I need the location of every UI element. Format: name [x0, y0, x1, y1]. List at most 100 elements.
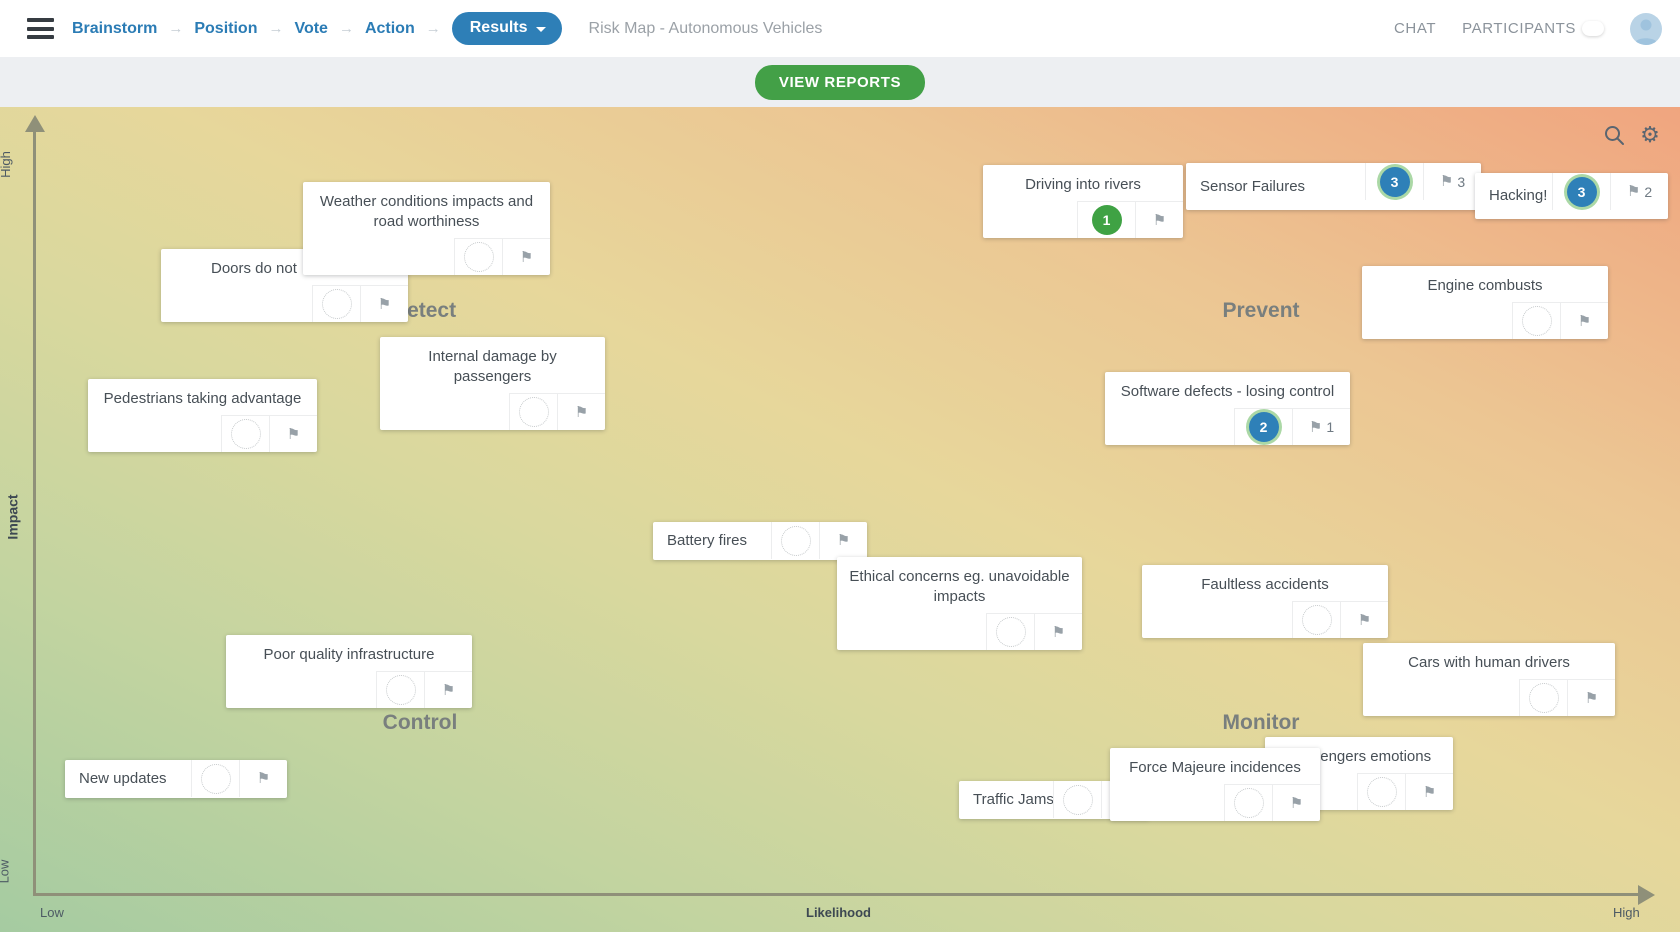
step-action[interactable]: Action — [364, 19, 415, 37]
step-vote[interactable]: Vote — [294, 19, 328, 37]
flag-cell[interactable]: ⚑ — [1034, 613, 1082, 650]
flag-cell[interactable]: ⚑ — [557, 393, 605, 430]
step-results-dropdown[interactable]: Results — [451, 12, 562, 45]
card-title: New updates — [79, 770, 167, 787]
flag-cell[interactable]: ⚑ — [1340, 601, 1388, 638]
app-header: Brainstorm → Position → Vote → Action → … — [0, 0, 1680, 57]
flag-cell[interactable]: ⚑ — [1272, 784, 1320, 821]
flag-cell[interactable]: ⚑3 — [1423, 163, 1481, 200]
risk-card-ethical-concerns[interactable]: Ethical concerns eg. unavoidable impacts… — [837, 557, 1082, 650]
avatar[interactable] — [1630, 12, 1662, 45]
header-right: CHAT PARTICIPANTS — [1394, 0, 1662, 57]
flag-cell[interactable]: ⚑ — [1567, 679, 1615, 716]
flag-cell[interactable]: ⚑2 — [1610, 173, 1668, 210]
y-axis-arrow — [25, 115, 45, 132]
empty-vote-circle — [1301, 605, 1332, 635]
flag-icon: ⚑ — [836, 532, 851, 549]
vote-cell[interactable] — [509, 393, 557, 430]
person-icon — [1634, 19, 1658, 45]
risk-card-driving-rivers[interactable]: Driving into rivers 1 ⚑ — [983, 165, 1183, 238]
vote-cell[interactable] — [771, 522, 819, 559]
flag-cell[interactable]: ⚑ — [1135, 201, 1183, 238]
risk-card-force-majeure[interactable]: Force Majeure incidences⚑ — [1110, 748, 1320, 821]
flag-icon: ⚑ — [1422, 783, 1437, 801]
vote-cell[interactable] — [454, 238, 502, 275]
y-axis-line — [33, 131, 36, 895]
vote-cell[interactable] — [1053, 781, 1101, 818]
vote-cell[interactable] — [1224, 784, 1272, 821]
empty-vote-circle — [463, 242, 494, 272]
risk-card-engine-combusts[interactable]: Engine combusts⚑ — [1362, 266, 1608, 339]
flag-cell[interactable]: ⚑ — [1560, 302, 1608, 339]
risk-card-cars-human-drivers[interactable]: Cars with human drivers⚑ — [1363, 643, 1615, 716]
risk-card-pedestrians[interactable]: Pedestrians taking advantage ⚑ — [88, 379, 317, 452]
flag-icon: ⚑ — [1152, 211, 1167, 229]
y-axis-low-label: Low — [0, 859, 12, 884]
vote-cell[interactable]: 1 — [1077, 201, 1135, 238]
reports-bar: VIEW REPORTS — [0, 57, 1680, 107]
flag-cell[interactable]: ⚑1 — [1292, 408, 1350, 445]
card-footer: ⚑ — [88, 415, 317, 452]
vote-cell[interactable] — [191, 760, 239, 797]
risk-map[interactable]: ⚙ High Impact Low Low Likelihood High De… — [0, 107, 1680, 932]
card-footer: ⚑ — [1362, 302, 1608, 339]
flag-icon: ⚑ — [286, 425, 301, 443]
participants-button[interactable]: PARTICIPANTS — [1462, 20, 1576, 37]
vote-cell[interactable]: 2 — [1234, 408, 1292, 445]
view-reports-button[interactable]: VIEW REPORTS — [754, 64, 926, 100]
arrow-icon: → — [268, 20, 284, 37]
flag-cell[interactable]: ⚑ — [502, 238, 550, 275]
risk-card-poor-infrastructure[interactable]: Poor quality infrastructure⚑ — [226, 635, 472, 708]
menu-icon[interactable] — [27, 18, 54, 39]
flag-cell[interactable]: ⚑ — [424, 671, 472, 708]
vote-cell[interactable] — [312, 285, 360, 322]
step-position[interactable]: Position — [194, 19, 258, 37]
chat-button[interactable]: CHAT — [1393, 20, 1437, 37]
y-axis-title: Impact — [4, 494, 21, 540]
vote-cell[interactable] — [1519, 679, 1567, 716]
card-title: Hacking! — [1489, 187, 1548, 204]
risk-card-weather[interactable]: Weather conditions impacts and road wort… — [303, 182, 550, 275]
flag-cell[interactable]: ⚑ — [1405, 773, 1453, 810]
card-title: Driving into rivers — [1025, 176, 1141, 193]
risk-card-new-updates[interactable]: New updates ⚑ — [65, 760, 287, 798]
vote-cell[interactable]: 3 — [1365, 163, 1423, 200]
risk-card-faultless-accidents[interactable]: Faultless accidents ⚑ — [1142, 565, 1388, 638]
vote-cell[interactable] — [986, 613, 1034, 650]
card-footer: ⚑ — [1110, 784, 1320, 821]
gear-icon[interactable]: ⚙ — [1640, 122, 1660, 147]
card-title: Weather conditions impacts and road wort… — [319, 193, 534, 230]
vote-cell[interactable] — [1357, 773, 1405, 810]
empty-vote-circle — [385, 675, 416, 705]
x-axis-high-label: High — [1613, 905, 1640, 920]
vote-cell[interactable] — [376, 671, 424, 708]
flag-cell[interactable]: ⚑ — [269, 415, 317, 452]
x-axis-arrow — [1638, 885, 1655, 905]
risk-card-battery-fires[interactable]: Battery fires⚑ — [653, 522, 867, 560]
flag-icon: ⚑ — [1308, 418, 1323, 436]
arrow-icon: → — [338, 20, 354, 37]
risk-card-internal-damage[interactable]: Internal damage by passengers⚑ — [380, 337, 605, 430]
search-icon[interactable] — [1602, 123, 1626, 147]
vote-cell[interactable] — [1512, 302, 1560, 339]
vote-cell[interactable]: 3 — [1552, 173, 1610, 210]
flag-icon: ⚑ — [1051, 623, 1066, 641]
arrow-icon: → — [425, 20, 441, 37]
arrow-icon: → — [168, 20, 184, 37]
flag-cell[interactable]: ⚑ — [819, 522, 867, 559]
empty-vote-circle — [1233, 788, 1264, 818]
card-title: Faultless accidents — [1201, 576, 1329, 593]
card-footer: ⚑ — [1363, 679, 1615, 716]
flag-cell[interactable]: ⚑ — [239, 760, 287, 797]
risk-card-hacking[interactable]: Hacking!3⚑2 — [1475, 173, 1668, 219]
step-brainstorm[interactable]: Brainstorm — [72, 19, 158, 37]
x-axis-title: Likelihood — [806, 905, 871, 920]
vote-cell[interactable] — [1292, 601, 1340, 638]
flag-cell[interactable]: ⚑ — [360, 285, 408, 322]
vote-cell[interactable] — [221, 415, 269, 452]
flag-icon: ⚑ — [1357, 611, 1372, 629]
card-title: Pedestrians taking advantage — [103, 390, 302, 407]
empty-vote-circle — [1528, 683, 1559, 713]
